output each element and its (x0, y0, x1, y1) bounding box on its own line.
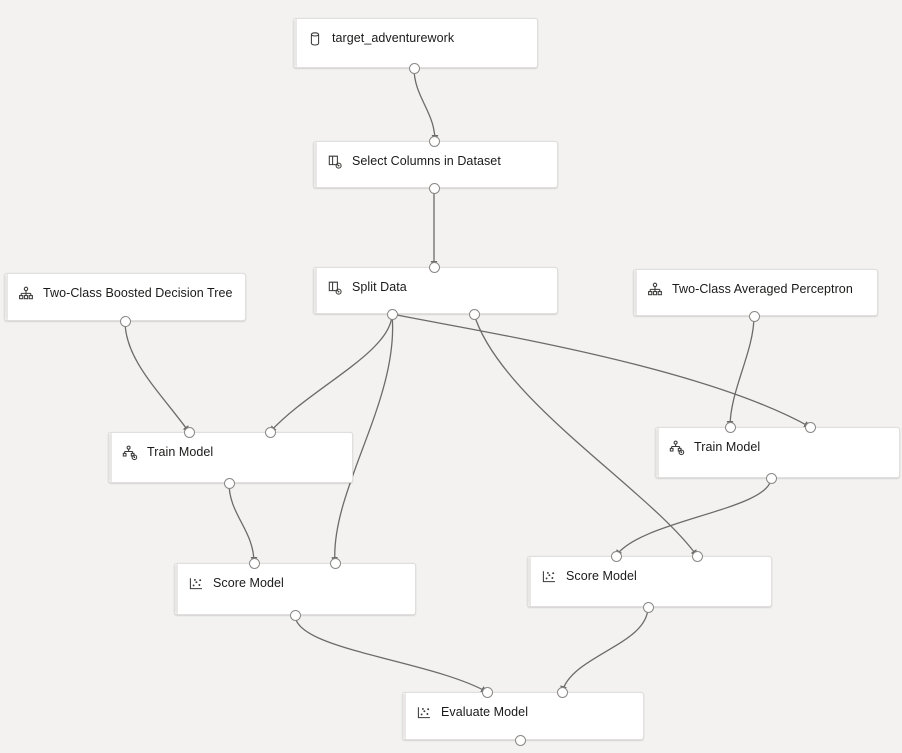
node-accent-stripe (294, 19, 297, 67)
input-port-evaluate-model-1[interactable] (556, 686, 568, 698)
node-label: Select Columns in Dataset (352, 154, 501, 168)
output-port-boosted-tree-0[interactable] (119, 315, 131, 327)
node-boosted-tree[interactable]: Two-Class Boosted Decision Tree (4, 273, 246, 321)
node-split-data[interactable]: Split Data (313, 267, 558, 314)
node-accent-stripe (5, 274, 8, 320)
node-score-model-right[interactable]: Score Model (527, 556, 772, 607)
node-dataset[interactable]: target_adventurework (293, 18, 538, 68)
node-body: Score Model (175, 564, 415, 592)
node-label: Evaluate Model (441, 705, 529, 719)
node-label: Two-Class Averaged Perceptron (672, 282, 853, 296)
input-port-evaluate-model-0[interactable] (481, 686, 493, 698)
node-score-model-left[interactable]: Score Model (174, 563, 416, 615)
algorithm-tree-icon (18, 286, 34, 302)
edge-train-left-to-score-left-in1[interactable] (228, 482, 258, 564)
columns-gear-icon (327, 280, 343, 296)
node-evaluate-model[interactable]: Evaluate Model (402, 692, 644, 740)
node-accent-stripe (314, 268, 317, 313)
node-body: target_adventurework (294, 19, 537, 47)
node-body: Select Columns in Dataset (314, 142, 557, 170)
database-icon (307, 31, 323, 47)
score-model-icon (541, 569, 557, 585)
node-accent-stripe (403, 693, 406, 739)
node-accent-stripe (109, 433, 112, 482)
output-port-split-data-0[interactable] (386, 308, 398, 320)
node-body: Train Model (109, 433, 352, 461)
node-averaged-perceptron[interactable]: Two-Class Averaged Perceptron (633, 269, 878, 316)
output-port-train-model-left-0[interactable] (223, 477, 235, 489)
edge-dataset-to-select[interactable] (413, 67, 439, 142)
edge-split-out1-to-train-right-in2[interactable] (391, 313, 811, 428)
input-port-score-model-left-1[interactable] (329, 557, 341, 569)
node-body: Two-Class Averaged Perceptron (634, 270, 877, 298)
input-port-train-model-left-1[interactable] (264, 426, 276, 438)
output-port-score-model-right-0[interactable] (642, 601, 654, 613)
node-label: Score Model (213, 576, 284, 590)
node-body: Score Model (528, 557, 771, 585)
node-body: Split Data (314, 268, 557, 296)
columns-gear-icon (327, 154, 343, 170)
edge-score-right-to-evaluate-in2[interactable] (560, 606, 649, 693)
edge-train-right-to-score-right-in1[interactable] (615, 477, 772, 557)
node-label: Two-Class Boosted Decision Tree (43, 286, 233, 300)
output-port-score-model-left-0[interactable] (289, 609, 301, 621)
input-port-score-model-right-1[interactable] (691, 550, 703, 562)
node-body: Train Model (656, 428, 899, 456)
input-port-score-model-left-0[interactable] (248, 557, 260, 569)
input-port-train-model-right-1[interactable] (804, 421, 816, 433)
input-port-train-model-right-0[interactable] (724, 421, 736, 433)
node-accent-stripe (528, 557, 531, 606)
node-label: Train Model (147, 445, 214, 459)
train-model-icon (122, 445, 138, 461)
input-port-score-model-right-0[interactable] (610, 550, 622, 562)
output-port-split-data-1[interactable] (468, 308, 480, 320)
node-train-model-left[interactable]: Train Model (108, 432, 353, 483)
score-model-icon (188, 576, 204, 592)
output-port-select-columns-0[interactable] (428, 182, 440, 194)
train-model-icon (669, 440, 685, 456)
output-port-evaluate-model-0[interactable] (514, 734, 526, 746)
input-port-split-data-0[interactable] (428, 261, 440, 273)
node-label: target_adventurework (332, 31, 455, 45)
node-train-model-right[interactable]: Train Model (655, 427, 900, 478)
node-label: Train Model (694, 440, 761, 454)
node-accent-stripe (634, 270, 637, 315)
output-port-averaged-perceptron-0[interactable] (748, 310, 760, 322)
node-label: Score Model (566, 569, 637, 583)
node-accent-stripe (175, 564, 178, 614)
node-label: Split Data (352, 280, 407, 294)
node-select-columns[interactable]: Select Columns in Dataset (313, 141, 558, 188)
score-model-icon (416, 705, 432, 721)
input-port-select-columns-0[interactable] (428, 135, 440, 147)
edge-score-left-to-evaluate-in1[interactable] (294, 614, 488, 693)
input-port-train-model-left-0[interactable] (183, 426, 195, 438)
node-body: Two-Class Boosted Decision Tree (5, 274, 245, 302)
output-port-dataset-0[interactable] (408, 62, 420, 74)
node-accent-stripe (656, 428, 659, 477)
node-accent-stripe (314, 142, 317, 187)
edge-split-out1-to-train-left-in2[interactable] (269, 313, 393, 433)
algorithm-tree-icon (647, 282, 663, 298)
output-port-train-model-right-0[interactable] (765, 472, 777, 484)
edge-perceptron-to-train-right-in1[interactable] (726, 315, 755, 428)
edge-tree-to-train-left-in1[interactable] (124, 320, 190, 433)
node-body: Evaluate Model (403, 693, 643, 721)
